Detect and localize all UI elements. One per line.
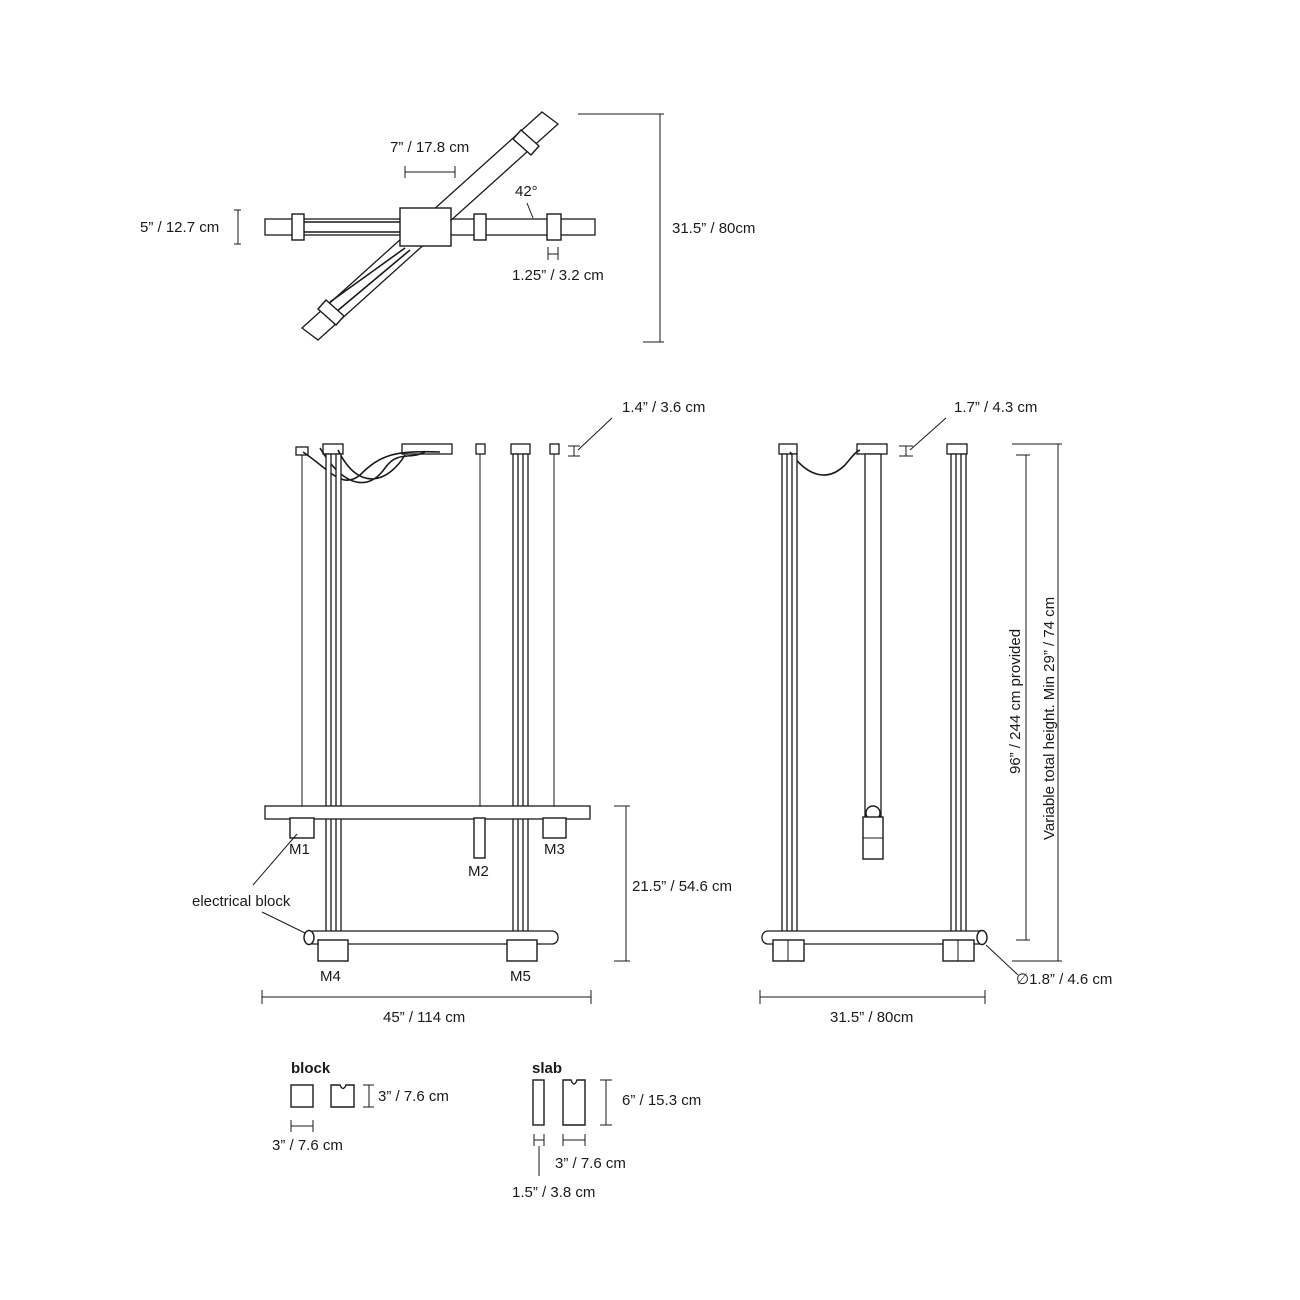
leader-line <box>526 202 534 219</box>
canopy <box>856 443 888 455</box>
angle-label: 42° <box>515 183 538 200</box>
upper-bar <box>264 805 591 820</box>
dim-side-width: 31.5” / 80cm <box>830 1009 913 1026</box>
dim-tier-gap: 21.5” / 54.6 cm <box>632 878 732 895</box>
vertical-rod <box>522 453 529 941</box>
dim-front-canopy: 1.4” / 3.6 cm <box>622 399 705 416</box>
dim-line <box>533 1134 545 1176</box>
canopy <box>510 443 531 455</box>
vertical-rod <box>325 453 332 941</box>
vertical-rod <box>960 453 967 941</box>
top-canopy <box>399 207 452 247</box>
vertical-rod <box>791 453 798 941</box>
canopy <box>549 443 560 455</box>
slab-front-shape <box>562 1079 586 1126</box>
module-legend: block 3” / 7.6 cm 3” / 7.6 cm slab 6” / … <box>272 1060 701 1201</box>
block-front-shape <box>290 1084 314 1108</box>
dim-line <box>1016 454 1030 941</box>
side-view: 1.7” / 4.3 cm 96” / 244 cm provided Vari… <box>759 399 1112 1026</box>
vertical-rod <box>950 453 957 941</box>
vertical-rod <box>781 453 788 941</box>
canopy <box>475 443 486 455</box>
block-side-shape <box>330 1084 355 1108</box>
block-width-dim: 3” / 7.6 cm <box>272 1137 343 1154</box>
top-clamp <box>546 213 562 241</box>
slab-side-shape <box>532 1079 545 1126</box>
electrical-block <box>303 929 315 946</box>
canopy <box>322 443 344 455</box>
dim-line <box>899 417 947 457</box>
dim-line <box>759 990 986 1004</box>
dim-line <box>234 209 241 245</box>
module-m2-slab <box>473 817 486 859</box>
vertical-rod <box>335 453 342 941</box>
dim-diameter: ∅1.8” / 4.6 cm <box>1016 971 1112 988</box>
module-m3-block <box>542 817 567 839</box>
slab-width-dim: 3” / 7.6 cm <box>555 1155 626 1172</box>
dim-line <box>1012 443 1062 962</box>
top-cord <box>335 249 411 313</box>
dim-line <box>562 1134 586 1146</box>
top-view: 7” / 17.8 cm 42° 5” / 12.7 cm 31.5” / 80… <box>140 111 755 343</box>
dim-top-total: 31.5” / 80cm <box>672 220 755 237</box>
dim-top-height: 5” / 12.7 cm <box>140 219 219 236</box>
vertical-rod <box>512 453 519 941</box>
cable <box>337 449 406 480</box>
canopy <box>946 443 968 455</box>
dim-side-canopy: 1.7” / 4.3 cm <box>954 399 1037 416</box>
dim-top-width: 7” / 17.8 cm <box>390 139 469 156</box>
label-m2: M2 <box>468 863 489 880</box>
module-m4-block <box>317 939 349 962</box>
dim-cable-length: 96” / 244 cm provided <box>1007 629 1024 774</box>
dim-variable-height: Variable total height. Min 29” / 74 cm <box>1041 597 1058 840</box>
label-electrical-block: electrical block <box>192 893 291 910</box>
dim-line <box>547 247 559 260</box>
dim-front-width: 45” / 114 cm <box>383 1009 465 1026</box>
dim-line <box>261 990 592 1004</box>
block-height-dim: 3” / 7.6 cm <box>378 1088 449 1105</box>
cable <box>302 450 441 482</box>
hanging-tube <box>864 453 882 817</box>
slab-height-dim: 6” / 15.3 cm <box>622 1092 701 1109</box>
label-m3: M3 <box>544 841 565 858</box>
top-cord <box>329 247 406 303</box>
front-view: M1 M2 M3 M4 M5 electrical block 1.4” / 3… <box>192 399 732 1026</box>
module-m1-block <box>289 817 315 839</box>
leader-line <box>252 833 298 886</box>
dim-line <box>614 805 630 962</box>
canopy <box>778 443 798 455</box>
dim-line <box>578 113 664 343</box>
top-clamp <box>473 213 487 241</box>
slab-depth-dim: 1.5” / 3.8 cm <box>512 1184 595 1201</box>
dim-line <box>290 1120 314 1132</box>
dim-bar: 1.25” / 3.2 cm <box>512 267 604 284</box>
bar-end <box>976 929 988 946</box>
canopy <box>401 443 453 455</box>
dim-line <box>568 417 613 457</box>
dim-line <box>600 1079 612 1126</box>
label-m4: M4 <box>320 968 341 985</box>
dim-line <box>363 1084 374 1108</box>
leader-line <box>261 911 306 934</box>
label-m5: M5 <box>510 968 531 985</box>
top-clamp <box>317 299 345 326</box>
cable <box>789 449 861 476</box>
block-title: block <box>291 1060 331 1077</box>
leader-line <box>985 944 1019 976</box>
top-clamp <box>512 129 540 156</box>
top-clamp <box>291 213 305 241</box>
slab-title: slab <box>532 1060 562 1077</box>
module-m5-block <box>506 939 538 962</box>
dim-line <box>404 166 456 178</box>
label-m1: M1 <box>289 841 310 858</box>
